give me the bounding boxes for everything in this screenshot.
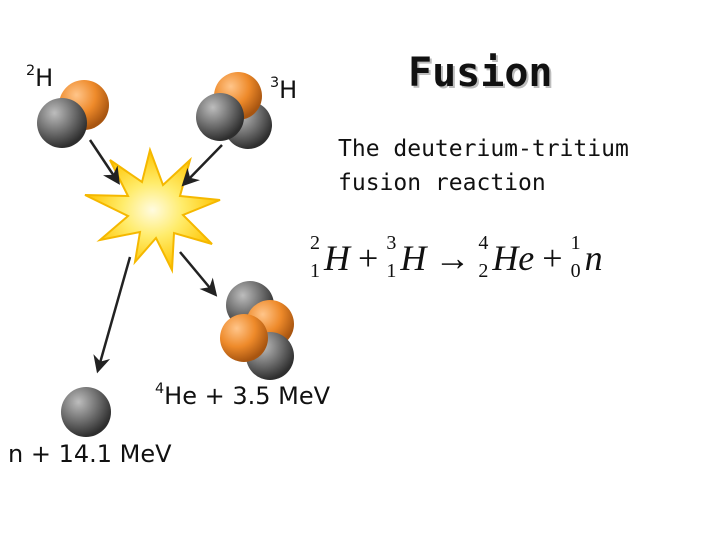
proton xyxy=(220,314,268,362)
helium-nucleus xyxy=(220,281,294,380)
subtitle-line: The deuterium-tritium xyxy=(338,136,629,162)
arrow-neutron-out xyxy=(93,256,132,374)
deuterium-label: 2H xyxy=(26,63,54,92)
neutron xyxy=(196,93,244,141)
plus-sign: + xyxy=(542,238,563,278)
fusion-flash xyxy=(84,146,221,274)
page-title: Fusion xyxy=(408,50,553,96)
arrow-helium-out xyxy=(179,251,218,297)
neutron-product xyxy=(61,387,111,437)
subtitle: The deuterium-tritium fusion reaction xyxy=(338,132,678,200)
arrow-tritium-in xyxy=(181,144,223,187)
deuterium-nucleus xyxy=(37,80,109,148)
tritium-label: 3H xyxy=(270,75,298,104)
neutron-label: n + 14.1 MeV xyxy=(8,440,172,468)
arrow-deuterium-in xyxy=(88,139,120,185)
reaction-arrow: → xyxy=(434,238,471,278)
subtitle-line: fusion reaction xyxy=(338,170,546,196)
plus-sign: + xyxy=(358,238,379,278)
neutron xyxy=(37,98,87,148)
helium-label: 4He + 3.5 MeV xyxy=(155,381,331,410)
tritium-nucleus xyxy=(196,72,272,149)
